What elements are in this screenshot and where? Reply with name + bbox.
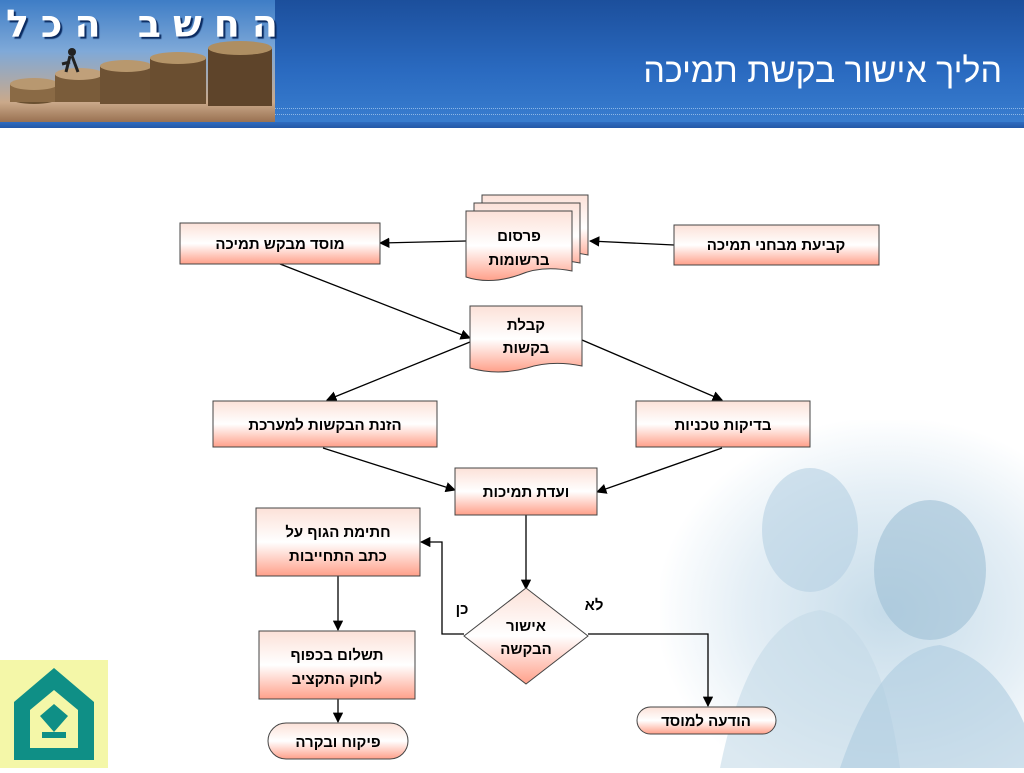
node-set-criteria-label: קביעת מבחני תמיכה	[707, 237, 846, 254]
node-enter-system-label: הזנת הבקשות למערכת	[248, 417, 401, 434]
node-sign-label-line1: חתימת הגוף על	[285, 524, 390, 541]
header-divider	[275, 114, 1024, 115]
node-org-requests: מוסד מבקש תמיכה	[179, 222, 381, 265]
node-publish: פרסום ברשומות	[465, 194, 589, 281]
node-receive-requests: קבלת בקשות	[469, 305, 583, 373]
edge-approval-no-to-notify	[588, 633, 714, 708]
header-divider	[275, 108, 1024, 109]
header-banner: החשב הכללי הליך אישור בקשת תמיכה	[0, 0, 1024, 128]
coin-stacks-image	[0, 0, 275, 128]
edge-receive-to-enter	[326, 341, 471, 402]
node-notify-org: הודעה למוסד	[636, 706, 777, 735]
node-publish-label-line1: פרסום	[497, 228, 541, 245]
header-bar	[0, 122, 1024, 128]
edge-enter-to-committee	[322, 447, 456, 493]
node-receive-label-line2: בקשות	[503, 340, 550, 357]
node-payment-label-line2: לחוק התקציב	[292, 671, 383, 688]
node-org-requests-label: מוסד מבקש תמיכה	[215, 236, 344, 253]
node-payment-label-line1: תשלום בכפוף	[291, 647, 384, 664]
node-committee-label: ועדת תמיכות	[483, 484, 570, 501]
accountant-general-logo	[0, 660, 108, 768]
node-notify-org-label: הודעה למוסד	[661, 713, 751, 730]
node-approval-label-line2: הבקשה	[500, 641, 551, 658]
node-technical-checks: בדיקות טכניות	[635, 400, 811, 448]
node-oversight-label: פיקוח ובקרה	[295, 734, 380, 751]
node-set-criteria: קביעת מבחני תמיכה	[673, 224, 880, 266]
node-approval-decision: אישור הבקשה	[463, 587, 589, 685]
edge-receive-to-checks	[581, 339, 723, 402]
node-sign-label-line2: כתב התחייבות	[289, 548, 387, 565]
edge-checks-to-committee	[596, 447, 723, 494]
node-technical-checks-label: בדיקות טכניות	[674, 417, 771, 434]
edge-criteria-to-publish	[588, 236, 675, 247]
node-sign-commitment: חתימת הגוף על כתב התחייבות	[255, 507, 421, 577]
node-publish-label-line2: ברשומות	[488, 252, 549, 269]
page-title: הליך אישור בקשת תמיכה	[643, 52, 1002, 90]
edge-publish-to-org	[378, 237, 467, 248]
node-payment: תשלום בכפוף לחוק התקציב	[258, 630, 416, 700]
edge-org-to-receive	[279, 263, 471, 340]
brand-title: החשב הכללי	[0, 2, 290, 46]
node-committee: ועדת תמיכות	[454, 467, 598, 516]
node-approval-label-line1: אישור	[506, 618, 546, 635]
node-enter-system: הזנת הבקשות למערכת	[212, 400, 438, 448]
edge-approval-yes-to-sign	[419, 536, 464, 635]
label-yes: כן	[456, 601, 469, 618]
label-no: לא	[585, 597, 604, 614]
node-receive-label-line1: קבלת	[507, 317, 545, 334]
node-oversight: פיקוח ובקרה	[267, 722, 409, 760]
